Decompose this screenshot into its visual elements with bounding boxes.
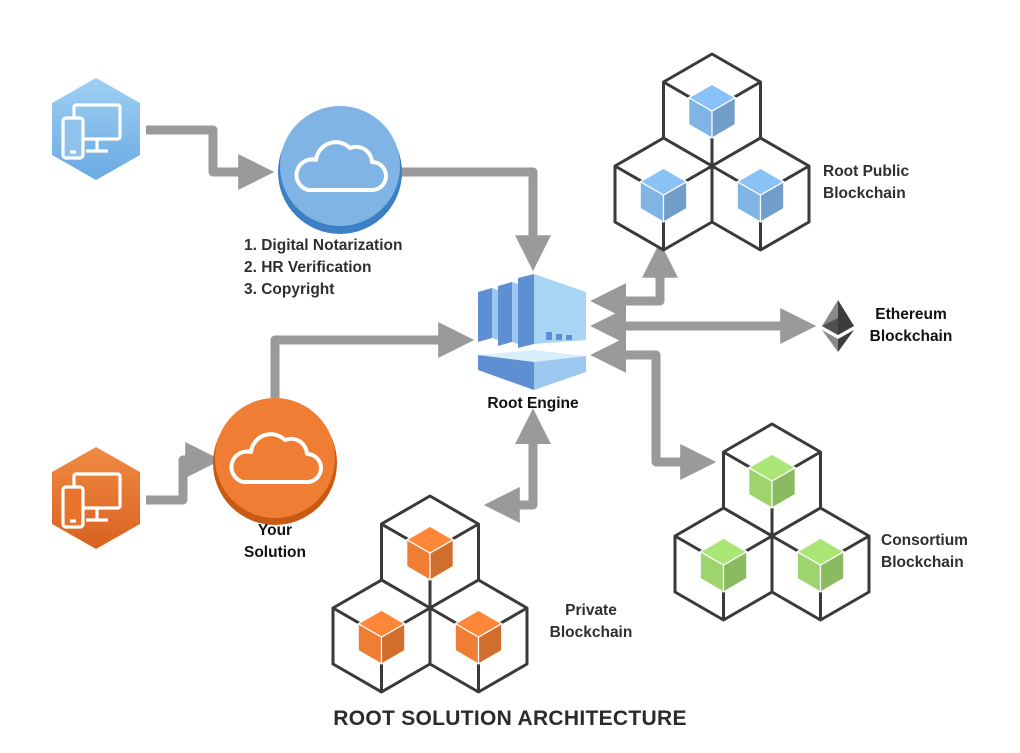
arrow-cloud-to-engine bbox=[400, 167, 551, 272]
arrow-devices-to-solution bbox=[146, 442, 222, 505]
cloud-icon bbox=[229, 432, 323, 484]
arrow-solution-to-engine bbox=[270, 322, 475, 398]
arrow-engine-private bbox=[483, 408, 551, 523]
connectors bbox=[146, 125, 817, 523]
use-case-item: 1. Digital Notarization bbox=[244, 237, 403, 254]
cube-icon bbox=[722, 422, 822, 538]
public-blockchain-label: Root Public Blockchain bbox=[823, 163, 910, 202]
arrow-devices-to-cloud bbox=[146, 125, 275, 190]
cloud-circle-blue bbox=[278, 106, 402, 234]
devices-icon bbox=[61, 472, 122, 529]
cube-icon bbox=[662, 52, 762, 168]
cube-icon bbox=[428, 578, 529, 694]
cube-cluster-consortium bbox=[673, 422, 871, 622]
cube-icon bbox=[710, 136, 811, 252]
your-solution-label: Your Solution bbox=[244, 522, 306, 561]
private-blockchain-label: Private Blockchain bbox=[549, 602, 633, 641]
consortium-blockchain-label: Consortium Blockchain bbox=[881, 532, 968, 571]
root-engine-label: Root Engine bbox=[487, 395, 579, 412]
use-case-list: 1. Digital Notarization 2. HR Verificati… bbox=[244, 235, 402, 301]
devices-icon bbox=[61, 103, 122, 160]
ethereum-label: Ethereum Blockchain bbox=[869, 306, 953, 345]
use-case-item: 2. HR Verification bbox=[244, 259, 372, 276]
root-engine-icon bbox=[478, 274, 586, 390]
cube-icon bbox=[331, 578, 432, 694]
devices-hex-top bbox=[52, 78, 140, 180]
cube-icon bbox=[770, 506, 871, 622]
cloud-circle-orange bbox=[213, 398, 337, 525]
cloud-icon bbox=[294, 140, 388, 192]
arrow-engine-consortium bbox=[590, 337, 717, 480]
cube-cluster-private bbox=[331, 494, 529, 694]
diagram-title: ROOT SOLUTION ARCHITECTURE bbox=[333, 707, 687, 730]
use-case-item: 3. Copyright bbox=[244, 281, 335, 298]
devices-hex-bottom bbox=[52, 447, 140, 549]
cube-icon bbox=[673, 506, 774, 622]
ethereum-icon bbox=[822, 300, 854, 352]
cube-icon bbox=[380, 494, 480, 610]
arrow-engine-public bbox=[590, 241, 678, 319]
cube-cluster-public bbox=[613, 52, 811, 252]
